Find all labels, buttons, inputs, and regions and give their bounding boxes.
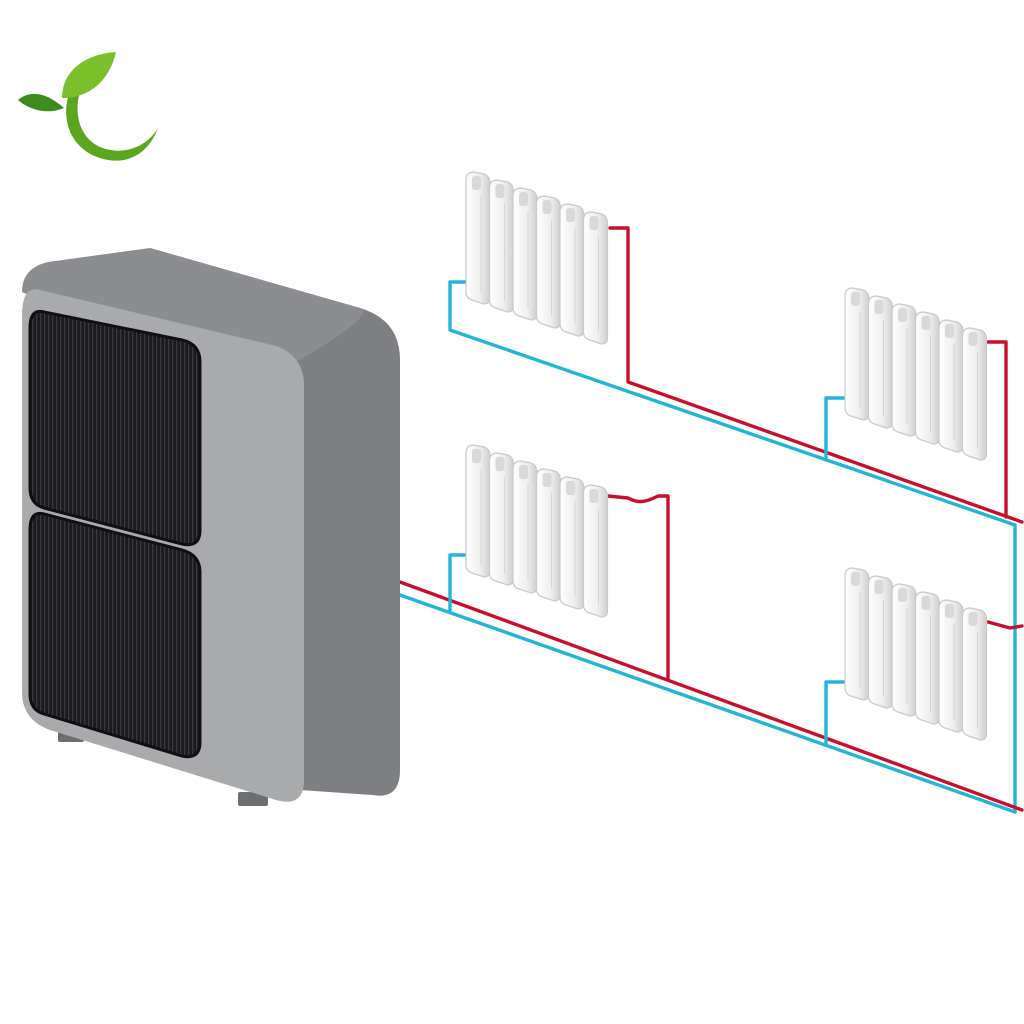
radiator-fin — [488, 452, 515, 586]
radiator-fin — [582, 211, 609, 345]
cold-pipe-upper-right-branch — [824, 396, 847, 462]
radiator-fin — [512, 460, 538, 594]
radiator-fin-cap — [589, 216, 599, 230]
radiator-fin-cap — [968, 332, 978, 346]
cold-pipe-lower-trunk — [398, 593, 1017, 814]
logo-leaf-small — [18, 93, 64, 112]
radiator-fin — [559, 203, 585, 337]
radiator-fin — [582, 484, 609, 618]
radiator-fin-cap — [566, 208, 575, 222]
radiator-upper-left — [465, 171, 609, 345]
radiator-fin-cap — [519, 192, 528, 206]
radiator-fin-cap — [851, 292, 860, 306]
radiator-fin-cap — [874, 300, 884, 314]
radiator-upper-right — [844, 287, 988, 461]
radiator-fin — [535, 468, 562, 602]
radiator-fin-cap — [874, 580, 884, 594]
radiator-fin — [465, 444, 491, 578]
radiator-lower-right — [844, 567, 988, 741]
fan-grille-top — [28, 309, 202, 547]
radiator-fin-cap — [519, 465, 528, 479]
pipe-network — [398, 226, 1024, 814]
radiator-fin — [961, 607, 988, 741]
radiator-fin — [559, 476, 585, 610]
radiator-fin-cap — [495, 457, 505, 471]
radiator-fin — [844, 287, 870, 421]
radiator-fin-cap — [495, 184, 505, 198]
radiator-lower-left — [465, 444, 609, 618]
radiator-fin-cap — [542, 200, 552, 214]
radiator-fin-cap — [945, 324, 954, 338]
radiator-fin — [535, 195, 562, 329]
hot-pipe-lower-right-branch — [986, 620, 1024, 630]
radiator-fin-cap — [945, 604, 954, 618]
hot-pipe-lower-left-branch — [606, 494, 670, 682]
radiator-fin-cap — [921, 596, 931, 610]
radiator-fin — [488, 179, 515, 313]
radiator-fin — [867, 295, 894, 429]
cold-pipe-upper-loop — [448, 280, 1017, 814]
hot-pipe-lower-trunk — [398, 580, 1024, 812]
logo-leaf-main — [62, 52, 116, 98]
radiator-group — [465, 171, 988, 741]
radiator-fin — [914, 311, 941, 445]
unit-side-panel — [150, 248, 400, 796]
radiator-fin-cap — [921, 316, 931, 330]
cold-pipe-lower-right-branch — [824, 680, 847, 747]
radiator-fin-cap — [589, 489, 599, 503]
radiator-fin — [512, 187, 538, 321]
radiator-fin — [867, 575, 894, 709]
radiator-fin-cap — [472, 449, 481, 463]
radiator-fin-cap — [472, 176, 481, 190]
unit-top-panel — [22, 248, 364, 363]
radiator-fin-cap — [542, 473, 552, 487]
cold-pipe-lower-left-branch — [448, 553, 468, 612]
radiator-fin — [961, 327, 988, 461]
radiator-fin-cap — [851, 572, 860, 586]
heat-pump-icon — [22, 248, 400, 806]
leaf-swoosh-logo-icon — [18, 52, 158, 161]
radiator-fin — [914, 591, 941, 725]
radiator-fin — [844, 567, 870, 701]
radiator-fin — [891, 583, 917, 717]
unit-foot-right — [238, 792, 268, 806]
radiator-fin-cap — [898, 308, 907, 322]
radiator-fin-cap — [968, 612, 978, 626]
radiator-fin — [938, 319, 964, 453]
radiator-fin-cap — [898, 588, 907, 602]
fan-grille-bottom — [28, 511, 202, 759]
radiator-fin — [938, 599, 964, 733]
radiator-fin-cap — [566, 481, 575, 495]
hot-pipe-upper-right-branch — [986, 340, 1008, 519]
radiator-fin — [465, 171, 491, 305]
radiator-fin — [891, 303, 917, 437]
